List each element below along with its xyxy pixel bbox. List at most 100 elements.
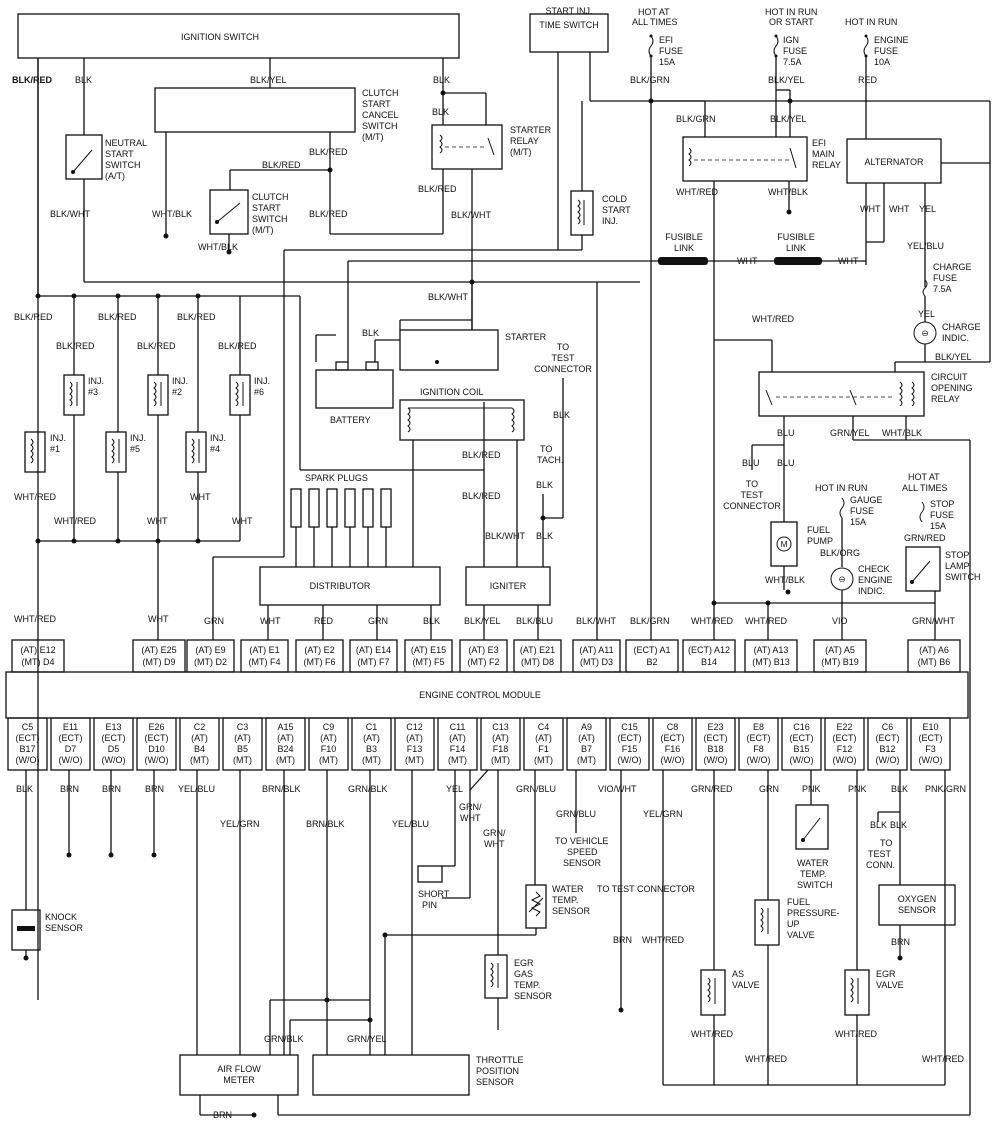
svg-text:POSITION: POSITION (476, 1066, 519, 1076)
ecm-pin-top-label: (MT) D4 (22, 657, 55, 667)
ecm-pin-bottom-label: (MT) (405, 755, 424, 765)
svg-text:GRN/RED: GRN/RED (691, 784, 733, 794)
ecm-pin-bottom-label: (MT) (448, 755, 467, 765)
ecm-pin-bottom-label: F15 (622, 744, 638, 754)
svg-text:INJ.: INJ. (130, 433, 146, 443)
ecm-pin-bottom-label: (ECT) (145, 733, 169, 743)
ecm-pin-bottom-label: C5 (22, 722, 34, 732)
ecm-pin-bottom-label: (ECT) (747, 733, 771, 743)
svg-text:WATER: WATER (797, 858, 829, 868)
svg-text:DISTRIBUTOR: DISTRIBUTOR (310, 581, 371, 591)
svg-text:TEST: TEST (551, 353, 575, 363)
ecm-pin-bottom-label: (ECT) (833, 733, 857, 743)
svg-text:VIO/WHT: VIO/WHT (598, 784, 637, 794)
svg-text:BLK/RED: BLK/RED (462, 491, 501, 501)
ecm-pin-bottom-label: (ECT) (661, 733, 685, 743)
svg-text:SENSOR: SENSOR (514, 991, 553, 1001)
to-tach-label: TO TACH. (537, 444, 563, 465)
ecm-pin-bottom-label: (AT) (234, 733, 251, 743)
svg-text:15A: 15A (659, 57, 675, 67)
ecm-pin-top-label: (AT) A6 (919, 645, 949, 655)
svg-text:WHT/BLK: WHT/BLK (152, 209, 192, 219)
ignition-switch-label: IGNITION SWITCH (181, 32, 259, 42)
circuit-opening-relay-label: CIRCUIT OPENING RELAY (931, 372, 973, 404)
svg-text:RED: RED (314, 616, 334, 626)
svg-text:WHT: WHT (737, 256, 758, 266)
svg-text:SHORT: SHORT (418, 889, 450, 899)
wire-label: BLK (75, 75, 92, 85)
efi-fuse-label: HOT AT ALL TIMES EFI FUSE 15A (632, 7, 683, 67)
svg-text:YEL/GRN: YEL/GRN (643, 809, 683, 819)
wire-label: BLK (433, 75, 450, 85)
egr-gas-label: EGR GAS TEMP. SENSOR (514, 958, 553, 1001)
svg-text:WHT: WHT (860, 204, 881, 214)
wire-label: BLK/YEL (250, 75, 287, 85)
ecm-pin-bottom-label: (W/O) (661, 755, 685, 765)
svg-text:FUSE: FUSE (930, 510, 954, 520)
start-inj-label: START INJ. TIME SWITCH (539, 6, 599, 30)
svg-text:TO: TO (746, 479, 758, 489)
svg-text:TO VEHICLE: TO VEHICLE (555, 836, 608, 846)
ecm-pin-top-label: (MT) F4 (249, 657, 281, 667)
svg-text:GAS: GAS (514, 969, 533, 979)
svg-text:CLUTCH: CLUTCH (252, 192, 289, 202)
svg-text:WHT/RED: WHT/RED (14, 492, 56, 502)
svg-text:GRN/YEL: GRN/YEL (347, 1034, 387, 1044)
svg-text:RELAY: RELAY (812, 160, 841, 170)
ecm-pin-bottom-label: C8 (667, 722, 679, 732)
ecm-pin-bottom-label: (MT) (190, 755, 209, 765)
svg-text:AS: AS (732, 969, 744, 979)
svg-text:BLK/YEL: BLK/YEL (770, 114, 807, 124)
svg-text:EGR: EGR (876, 969, 896, 979)
ecm-pin-bottom (867, 717, 908, 771)
ignition-coil-box (399, 399, 525, 441)
svg-text:GRN/BLK: GRN/BLK (348, 784, 388, 794)
svg-text:BRN/BLK: BRN/BLK (306, 819, 345, 829)
svg-text:⊖: ⊖ (838, 574, 845, 584)
ecm-pin-bottom-label: F18 (493, 744, 509, 754)
ecm-pin-bottom-label: B24 (277, 744, 293, 754)
svg-text:FUSE: FUSE (850, 506, 874, 516)
ecm-pin-bottom-label: C11 (450, 722, 466, 732)
svg-text:BLK: BLK (890, 820, 907, 830)
fusible-link-2: FUSIBLE LINK (774, 232, 822, 265)
ecm-pin-bottom-label: E11 (63, 722, 78, 732)
ecm-pin-bottom-label: C12 (406, 722, 423, 732)
ecm-pin-top-label: (AT) E25 (141, 645, 176, 655)
svg-text:STARTER: STARTER (505, 332, 547, 342)
ecm-pin-top-label: (MT) B6 (918, 657, 951, 667)
ecm-label: ENGINE CONTROL MODULE (419, 690, 541, 700)
svg-text:BLK/RED: BLK/RED (462, 450, 501, 460)
svg-text:BLK: BLK (870, 820, 887, 830)
ecm-pin-top-label: (AT) E15 (411, 645, 446, 655)
svg-text:BLU: BLU (742, 458, 760, 468)
svg-text:SENSOR: SENSOR (45, 923, 84, 933)
stop-fuse-label: HOT AT ALL TIMES STOP FUSE 15A (902, 472, 954, 531)
ecm-pin-top-label: (ECT) A12 (688, 645, 730, 655)
svg-text:#1: #1 (50, 444, 60, 454)
svg-text:INJ.: INJ. (602, 216, 618, 226)
ecm-pin-bottom-label: A15 (277, 722, 293, 732)
svg-text:WHT: WHT (190, 492, 211, 502)
ecm-pin-bottom (480, 717, 521, 771)
svg-text:ENGINE: ENGINE (858, 575, 893, 585)
start-inj-box (529, 13, 609, 53)
ecm-pin-bottom-label: C16 (793, 722, 810, 732)
svg-text:BLK/YEL: BLK/YEL (464, 616, 501, 626)
svg-text:KNOCK: KNOCK (45, 912, 77, 922)
ecm-pin-bottom-label: E22 (836, 722, 852, 732)
svg-text:TO: TO (540, 444, 552, 454)
ecm-pin-top-label: (MT) D9 (143, 657, 176, 667)
svg-text:TO: TO (557, 342, 569, 352)
ecm-pin-bottom-label: F1 (538, 744, 549, 754)
svg-text:WHT: WHT (460, 813, 481, 823)
svg-text:BLK: BLK (362, 328, 379, 338)
svg-text:BLK/GRN: BLK/GRN (676, 114, 716, 124)
ecm-pin-bottom-label: B3 (366, 744, 377, 754)
svg-text:MAIN: MAIN (812, 149, 835, 159)
svg-text:BRN: BRN (213, 1110, 232, 1120)
svg-text:WHT/RED: WHT/RED (676, 187, 718, 197)
ecm-pin-bottom-label: F14 (450, 744, 466, 754)
tps-box (312, 1054, 470, 1096)
